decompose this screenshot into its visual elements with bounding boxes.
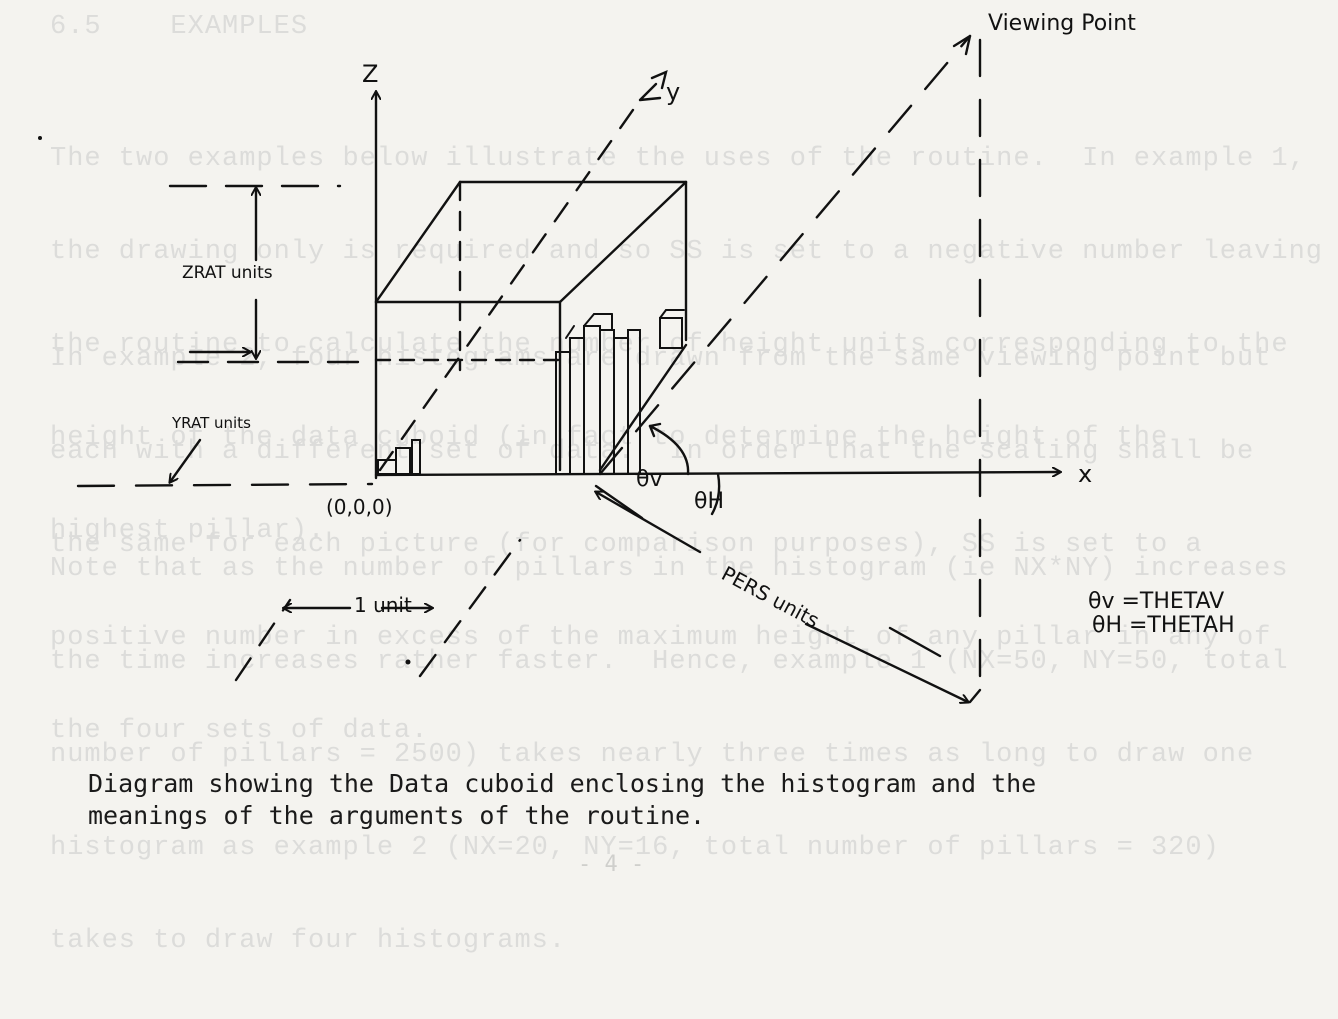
- theta-v-legend: θv =THETAV: [1088, 589, 1224, 614]
- cuboid-top-right-edge: [558, 180, 688, 304]
- z-axis-label: Z: [362, 60, 378, 88]
- pers-dash: [594, 484, 644, 520]
- ghost-line: the time increases rather faster. Hence,…: [50, 647, 1289, 677]
- scanned-page: 6.5 EXAMPLES The two examples below illu…: [38, 11, 1323, 956]
- pers-dash: [888, 626, 942, 658]
- ghost-heading: 6.5 EXAMPLES: [50, 12, 309, 42]
- unit-tick-left: [234, 598, 292, 682]
- ghost-line: number of pillars = 2500) takes nearly t…: [50, 740, 1255, 770]
- page-number: - 4 -: [578, 852, 645, 877]
- ghost-line: highest pillar).: [50, 516, 326, 546]
- unit-tick-right: [418, 538, 522, 678]
- ghost-line: positive number in excess of the maximum…: [50, 623, 1272, 653]
- caption-line-2: meanings of the arguments of the routine…: [88, 801, 706, 830]
- theta-v-arc: [648, 424, 690, 476]
- theta-h-mark: θH: [694, 489, 724, 514]
- theta-v-mark: θv: [636, 467, 662, 492]
- ghost-line: the routine to calculate the number of h…: [50, 330, 1289, 360]
- unit-label: 1 unit: [354, 593, 412, 617]
- cuboid-top-left-edge: [374, 180, 462, 304]
- ghost-line: histogram as example 2 (NX=20, NY=16, to…: [50, 833, 1220, 863]
- theta-h-legend: θH =THETAH: [1092, 613, 1235, 638]
- cuboid-base-right: [598, 343, 688, 472]
- ghost-line: Note that as the number of pillars in th…: [50, 554, 1289, 584]
- y-axis-label: y: [666, 78, 680, 106]
- stray-dot: [405, 659, 411, 665]
- ghost-line: the four sets of data.: [50, 716, 429, 746]
- y-axis: [378, 98, 642, 472]
- ghost-paragraph-2: In example 2, four histograms are drawn …: [50, 282, 1271, 809]
- ghost-line: each with a different set of data. In or…: [50, 437, 1255, 467]
- ghost-line: the drawing only is required and so SS i…: [50, 237, 1323, 267]
- baseline-dashes: [76, 482, 374, 488]
- pers-arrow-upper: [596, 492, 702, 554]
- theta-h-arc: [710, 472, 721, 516]
- yrat-arrow-2: [170, 438, 202, 482]
- stray-dot: [38, 136, 42, 140]
- viewing-point-label: Viewing Point: [988, 11, 1136, 36]
- viewpoint-base: [968, 688, 982, 704]
- origin-label: (0,0,0): [326, 495, 393, 519]
- ghost-line: The two examples below illustrate the us…: [50, 144, 1306, 174]
- data-cuboid-diagram: Z y x Viewing Point ZRAT units YRAT unit…: [38, 11, 1235, 760]
- yrat-label: YRAT units: [171, 414, 251, 432]
- zrat-label: ZRAT units: [182, 263, 273, 283]
- histogram-pillars: [377, 309, 685, 475]
- pers-label: PERS units: [718, 561, 824, 632]
- figure-caption: Diagram showing the Data cuboid enclosin…: [88, 768, 1268, 832]
- x-axis-label: x: [1078, 460, 1092, 488]
- ghost-line: takes to draw four histograms.: [50, 926, 567, 956]
- caption-line-1: Diagram showing the Data cuboid enclosin…: [88, 769, 1037, 798]
- ghost-paragraph-3: Note that as the number of pillars in th…: [50, 492, 1289, 1019]
- pers-arrow-lower: [804, 622, 968, 702]
- pers-sightline: [598, 34, 972, 476]
